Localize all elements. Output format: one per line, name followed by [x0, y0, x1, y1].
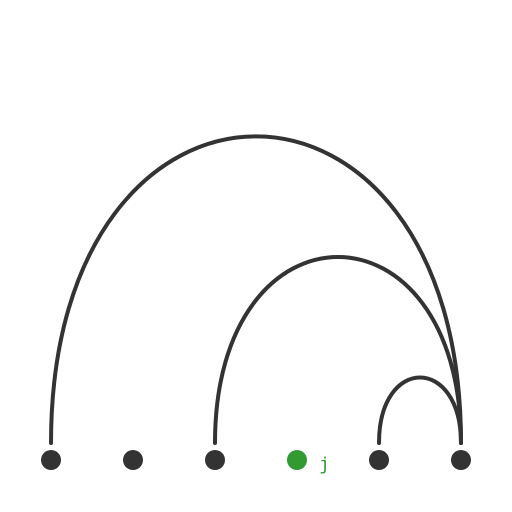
node [205, 450, 225, 470]
arc-n5-n6 [377, 375, 463, 445]
node-highlighted [287, 450, 307, 470]
arc-n3-n6 [213, 254, 463, 445]
arc-n1-n6 [49, 134, 463, 445]
node-label: j [319, 454, 330, 475]
node [451, 450, 471, 470]
node [41, 450, 61, 470]
arcs-layer [49, 134, 463, 445]
node [369, 450, 389, 470]
node [123, 450, 143, 470]
nodes-layer: j [41, 450, 471, 475]
